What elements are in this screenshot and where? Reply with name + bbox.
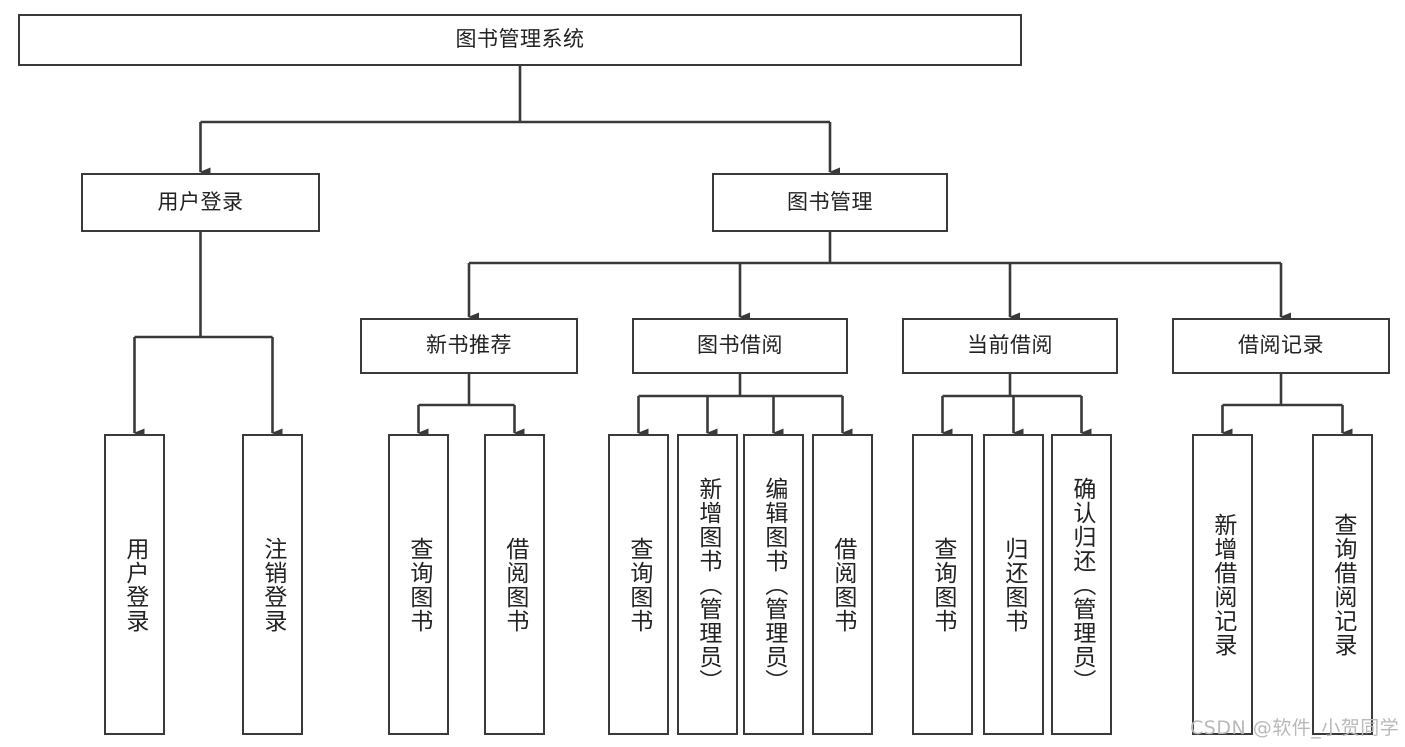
node-book-management-module[interactable]: 图书管理	[712, 173, 948, 232]
leaf-user-login-label: 用户登录	[121, 536, 148, 633]
leaf-current-confirm-return[interactable]: 确认归还（管理员）	[1051, 434, 1112, 735]
node-root[interactable]: 图书管理系统	[18, 14, 1022, 66]
leaf-borrow-edit-book[interactable]: 编辑图书（管理员）	[743, 434, 804, 735]
leaf-user-logout-label: 注销登录	[259, 536, 286, 633]
leaf-record-add-label: 新增借阅记录	[1209, 512, 1236, 657]
leaf-new-query-book-label: 查询图书	[405, 536, 432, 633]
leaf-new-query-book[interactable]: 查询图书	[388, 434, 449, 735]
leaf-new-borrow-book-label: 借阅图书	[501, 536, 528, 633]
leaf-current-confirm-return-label: 确认归还（管理员）	[1068, 476, 1095, 693]
node-new-book-recommend-label: 新书推荐	[426, 333, 512, 358]
node-book-management-module-label: 图书管理	[787, 189, 873, 214]
leaf-record-add[interactable]: 新增借阅记录	[1192, 434, 1253, 735]
node-book-borrow-label: 图书借阅	[697, 333, 783, 358]
node-borrow-record-label: 借阅记录	[1238, 333, 1324, 358]
node-new-book-recommend[interactable]: 新书推荐	[360, 318, 578, 374]
node-root-label: 图书管理系统	[455, 27, 585, 52]
leaf-borrow-add-book[interactable]: 新增图书（管理员）	[677, 434, 738, 735]
leaf-current-query-book-label: 查询图书	[929, 536, 956, 633]
leaf-new-borrow-book[interactable]: 借阅图书	[484, 434, 545, 735]
leaf-borrow-edit-book-label: 编辑图书（管理员）	[760, 476, 787, 693]
leaf-current-return-book[interactable]: 归还图书	[983, 434, 1044, 735]
leaf-borrow-borrow-book-label: 借阅图书	[829, 536, 856, 633]
leaf-borrow-query-book-label: 查询图书	[625, 536, 652, 633]
node-borrow-record[interactable]: 借阅记录	[1172, 318, 1390, 374]
leaf-current-return-book-label: 归还图书	[1000, 536, 1027, 633]
node-current-borrow[interactable]: 当前借阅	[902, 318, 1118, 374]
node-user-login-module-label: 用户登录	[157, 189, 244, 214]
node-book-borrow[interactable]: 图书借阅	[632, 318, 848, 374]
node-current-borrow-label: 当前借阅	[967, 333, 1053, 358]
leaf-user-logout[interactable]: 注销登录	[242, 434, 303, 735]
leaf-borrow-add-book-label: 新增图书（管理员）	[694, 476, 721, 693]
leaf-record-query[interactable]: 查询借阅记录	[1312, 434, 1373, 735]
csdn-watermark: CSDN @软件_小贺同学	[1190, 717, 1400, 739]
leaf-borrow-borrow-book[interactable]: 借阅图书	[812, 434, 873, 735]
leaf-user-login[interactable]: 用户登录	[104, 434, 165, 735]
leaf-record-query-label: 查询借阅记录	[1329, 512, 1356, 657]
leaf-borrow-query-book[interactable]: 查询图书	[608, 434, 669, 735]
node-user-login-module[interactable]: 用户登录	[81, 173, 320, 232]
leaf-current-query-book[interactable]: 查询图书	[912, 434, 973, 735]
